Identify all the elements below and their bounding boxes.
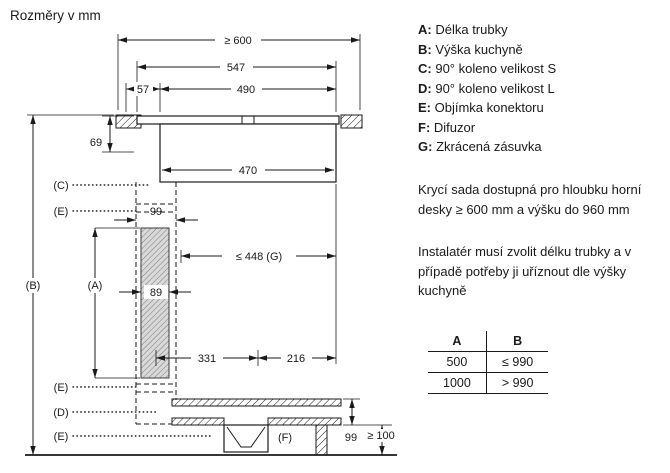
flat-duct-tube xyxy=(140,227,170,379)
table-header-row: A B xyxy=(428,331,549,352)
page-title: Rozměry v mm xyxy=(10,8,101,23)
dim-tube-width: 89 xyxy=(119,285,191,299)
dimension-drawing: ≥ 600 547 57 490 xyxy=(20,33,403,456)
dim-offset-value: 57 xyxy=(137,84,149,96)
dim-top-width: ≥ 600 xyxy=(117,33,361,110)
dim-hob-width-value: 547 xyxy=(227,62,245,74)
dim-horizontal-spans: 331 216 xyxy=(155,350,336,366)
table-row: 1000 > 990 xyxy=(428,372,549,394)
table-row: 500 ≤ 990 xyxy=(428,351,549,373)
cell-a-row2: 1000 xyxy=(428,372,487,394)
dim-inner-width-value: 470 xyxy=(239,165,257,177)
label-e-top: (E) xyxy=(54,206,69,218)
air-intake-icon xyxy=(241,116,255,124)
legend-key-d: D: xyxy=(418,80,432,96)
legend: A: Délka trubky B: Výška kuchyně C: 90° … xyxy=(418,20,666,157)
dim-channel-height-value: 99 xyxy=(345,432,357,444)
dim-tube-width-value: 89 xyxy=(150,287,162,299)
legend-key-c: C: xyxy=(418,61,432,76)
legend-key-e: E: xyxy=(418,100,431,115)
dim-tube-length: (A) xyxy=(82,227,140,379)
dim-left-span-value: 331 xyxy=(198,353,216,365)
legend-label-b: Výška kuchyně xyxy=(435,41,523,57)
legend-key-a: A: xyxy=(418,22,432,37)
legend-key-f: F: xyxy=(418,119,431,135)
dim-right-span-value: 216 xyxy=(287,353,305,365)
dim-offset-and-box-width: 57 490 xyxy=(125,82,336,112)
legend-label-g: Zkrácená zásuvka xyxy=(436,139,542,154)
note-availability: Krycí sada dostupná pro hloubku horní de… xyxy=(418,182,642,217)
dim-drawer-depth: ≤ 448 (G) xyxy=(180,249,336,263)
label-a: (A) xyxy=(88,280,103,292)
legend-item-g: G: Zkrácená zásuvka xyxy=(418,137,666,157)
legend-item-e: E: Objímka konektoru xyxy=(418,98,666,118)
legend-label-c: 90° koleno velikost S xyxy=(435,61,557,76)
diffuser xyxy=(223,424,269,453)
legend-key-b: B: xyxy=(418,41,432,57)
legend-item-c: C: 90° koleno velikost S xyxy=(418,59,666,79)
legend-label-a: Délka trubky xyxy=(435,22,508,37)
cell-b-row2: > 990 xyxy=(486,372,549,394)
dim-hob-depth-value: 69 xyxy=(90,137,102,149)
dim-duct-width: 99 xyxy=(114,206,198,223)
column-header-b: B xyxy=(486,331,549,352)
dim-plinth-clearance-value: ≥ 100 xyxy=(367,430,394,442)
legend-label-d: 90° koleno velikost L xyxy=(435,80,555,96)
dim-drawer-depth-value: ≤ 448 (G) xyxy=(236,251,282,263)
legend-item-f: F: Difuzor xyxy=(418,118,666,138)
dim-plinth-clearance: ≥ 100 xyxy=(360,425,403,455)
label-e-bottom: (E) xyxy=(54,431,69,443)
dim-duct-width-value: 99 xyxy=(150,206,162,218)
legend-label-f: Difuzor xyxy=(433,119,476,135)
label-f: (F) xyxy=(278,432,292,444)
dim-hob-depth: 69 xyxy=(90,115,134,153)
note-installer: Instalatér musí zvolit délku trubky a v … xyxy=(418,244,632,298)
spec-table: A B 500 ≤ 990 1000 > 990 xyxy=(428,331,549,394)
legend-label-e: Objímka konektoru xyxy=(434,100,544,115)
legend-item-b: B: Výška kuchyně xyxy=(418,40,666,60)
part-labels: (C) (E) (E) (D) (E) (F) xyxy=(53,180,292,444)
hob-plate xyxy=(136,115,340,125)
label-d: (D) xyxy=(53,407,68,419)
label-b: (B) xyxy=(26,280,41,292)
label-c: (C) xyxy=(53,180,68,192)
legend-item-d: D: 90° koleno velikost L xyxy=(418,79,666,99)
legend-item-a: A: Délka trubky xyxy=(418,20,666,40)
column-header-a: A xyxy=(428,331,487,352)
dim-top-width-value: ≥ 600 xyxy=(224,35,251,47)
dim-kitchen-height: (B) xyxy=(20,114,114,455)
cell-b-row1: ≤ 990 xyxy=(486,351,549,373)
legend-key-g: G: xyxy=(418,139,433,154)
plinth-channel xyxy=(171,398,342,426)
worktop xyxy=(115,114,363,129)
cell-a-row1: 500 xyxy=(428,351,487,373)
dim-box-width-value: 490 xyxy=(237,84,255,96)
plinth-leg xyxy=(315,424,328,456)
label-e-mid: (E) xyxy=(54,382,69,394)
dim-inner-width: 470 xyxy=(162,163,334,177)
installation-diagram: ≥ 600 547 57 490 xyxy=(20,33,403,456)
